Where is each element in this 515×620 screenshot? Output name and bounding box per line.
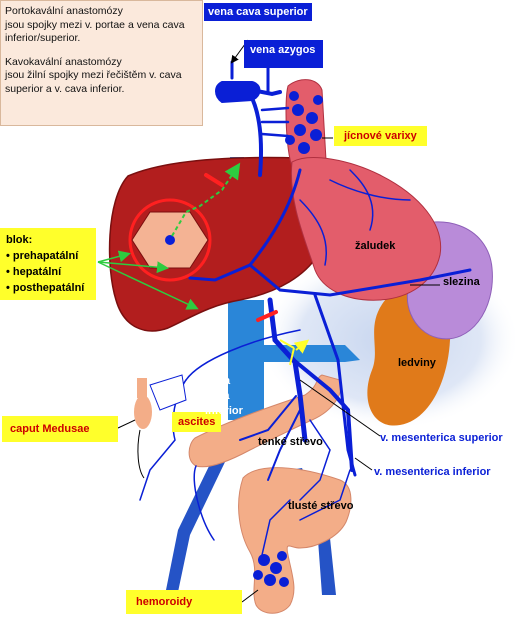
hepatic-lobule: [128, 198, 212, 282]
block-markers: [204, 173, 278, 322]
green-arrow-1: [97, 250, 131, 263]
stomach-shape: [290, 157, 442, 301]
label-v-mesenterica-superior: v. mesenterica superior: [380, 432, 503, 444]
hemorrhoid-plexus: [253, 551, 289, 587]
label-vena-cava-superior: vena cava superior: [204, 3, 312, 21]
green-arrow-2: [97, 261, 169, 274]
label-tenke-strevo: tenké střevo: [258, 436, 323, 448]
label-slezina: slezina: [443, 276, 480, 288]
ivc-label-text: vena cava inferior: [205, 375, 243, 417]
block-title: blok:: [6, 234, 33, 246]
block-box: blok: prehapatální hepatální posthepatál…: [0, 228, 96, 300]
label-tluste-strevo: tlusté střevo: [288, 500, 354, 512]
caput-medusae-figure: [134, 374, 187, 479]
label-zaludek: žaludek: [355, 240, 396, 252]
block-item-hepatal: hepatální: [6, 264, 90, 280]
iliac-vein-left: [166, 460, 225, 592]
block-item-posthepatal: posthepatální: [6, 280, 90, 296]
green-dashed-flow: [171, 162, 241, 237]
label-vena-cava-inferior: vena cava inferior: [205, 374, 257, 419]
green-arrow-3: [97, 261, 199, 310]
label-caput-medusae: caput Medusae: [2, 416, 118, 442]
label-vena-azygos: vena azygos: [244, 40, 324, 68]
label-jicnove-varixy: jícnové varixy: [334, 126, 427, 146]
label-v-mesenterica-inferior: v. mesenterica inferior: [374, 466, 491, 478]
info-kavo-title: Kavokavální anastomózy: [5, 55, 122, 68]
block-item-prehepatal: prehapatální: [6, 248, 90, 264]
venous-network: [139, 58, 472, 556]
label-hemoroidy: hemoroidy: [126, 590, 242, 614]
yellow-flow-arrows: [279, 340, 306, 366]
info-porto-text: jsou spojky mezi v. portae a vena cava i…: [5, 18, 185, 45]
block-list: prehapatální hepatální posthepatální: [6, 248, 90, 296]
info-kavo-text: jsou žilní spojky mezi řečištěm v. cava …: [5, 69, 182, 95]
esophageal-varices: [285, 91, 323, 154]
info-porto-title: Portokavální anastomózy: [5, 5, 123, 17]
label-ledviny: ledviny: [398, 357, 436, 369]
iliac-vein-right: [290, 468, 336, 595]
label-ascites: ascites: [172, 412, 222, 432]
